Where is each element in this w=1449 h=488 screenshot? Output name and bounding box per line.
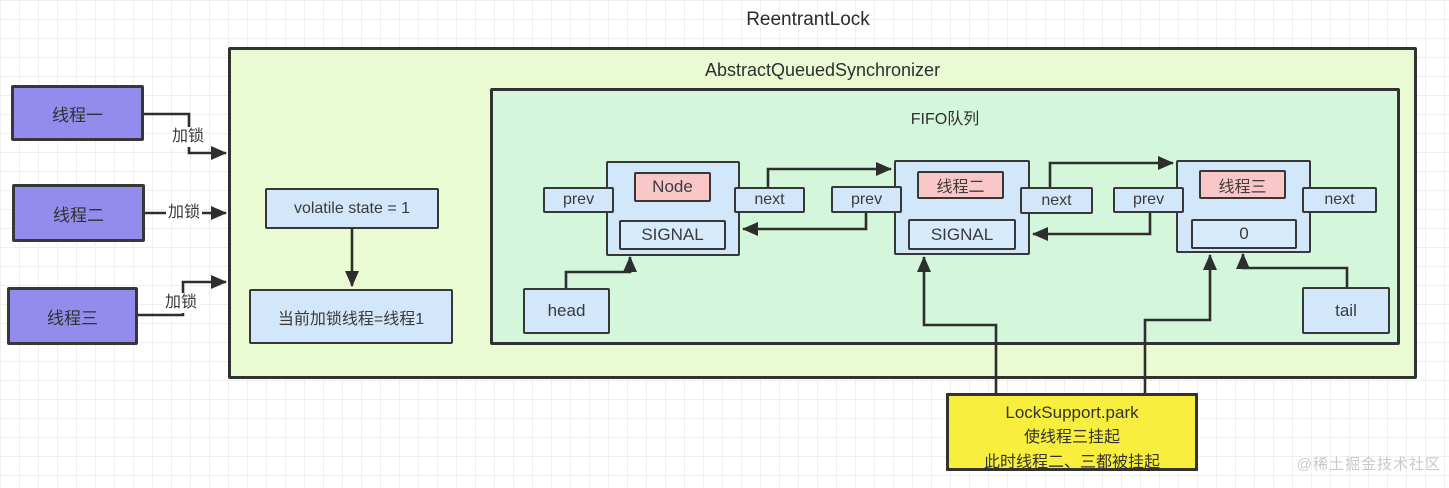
- owner-thread-box: 当前加锁线程=线程1: [249, 289, 453, 344]
- note-line-2: 使线程三挂起: [1023, 429, 1120, 446]
- thread-2-box: 线程二: [12, 184, 145, 242]
- note-line-1: LockSupport.park: [1005, 403, 1139, 422]
- queue-node-3-prev: prev: [1113, 187, 1184, 213]
- head-pointer-box: head: [523, 288, 610, 334]
- fifo-label: FIFO队列: [910, 111, 980, 128]
- queue-node-3-next: next: [1302, 187, 1377, 213]
- volatile-state-box: volatile state = 1: [265, 188, 439, 229]
- queue-node-1-name: Node: [634, 172, 711, 202]
- thread3-edge-label: 加锁: [163, 293, 200, 313]
- tail-pointer-box: tail: [1302, 287, 1390, 334]
- queue-node-1-prev: prev: [543, 187, 614, 213]
- queue-node-2-prev: prev: [831, 186, 902, 213]
- queue-node-2-waitstatus: SIGNAL: [908, 219, 1016, 250]
- note-line-3: 此时线程二、三都被挂起: [983, 454, 1160, 471]
- queue-node-3-name: 线程三: [1199, 170, 1286, 199]
- queue-node-1-next: next: [734, 187, 805, 213]
- watermark: @稀土掘金技术社区: [1296, 456, 1441, 473]
- locksupport-note: LockSupport.park 使线程三挂起 此时线程二、三都被挂起: [946, 393, 1198, 471]
- queue-node-3-waitstatus: 0: [1191, 219, 1297, 249]
- aqs-label: AbstractQueuedSynchronizer: [704, 60, 941, 80]
- queue-node-2-name: 线程二: [917, 171, 1004, 199]
- thread2-edge-label: 加锁: [166, 203, 203, 223]
- thread-1-box: 线程一: [11, 85, 144, 141]
- thread-3-box: 线程三: [7, 287, 138, 345]
- queue-node-2-next: next: [1020, 187, 1093, 214]
- queue-node-1-waitstatus: SIGNAL: [619, 220, 726, 250]
- diagram-title: ReentrantLock: [746, 9, 870, 30]
- thread1-edge-label: 加锁: [170, 127, 207, 147]
